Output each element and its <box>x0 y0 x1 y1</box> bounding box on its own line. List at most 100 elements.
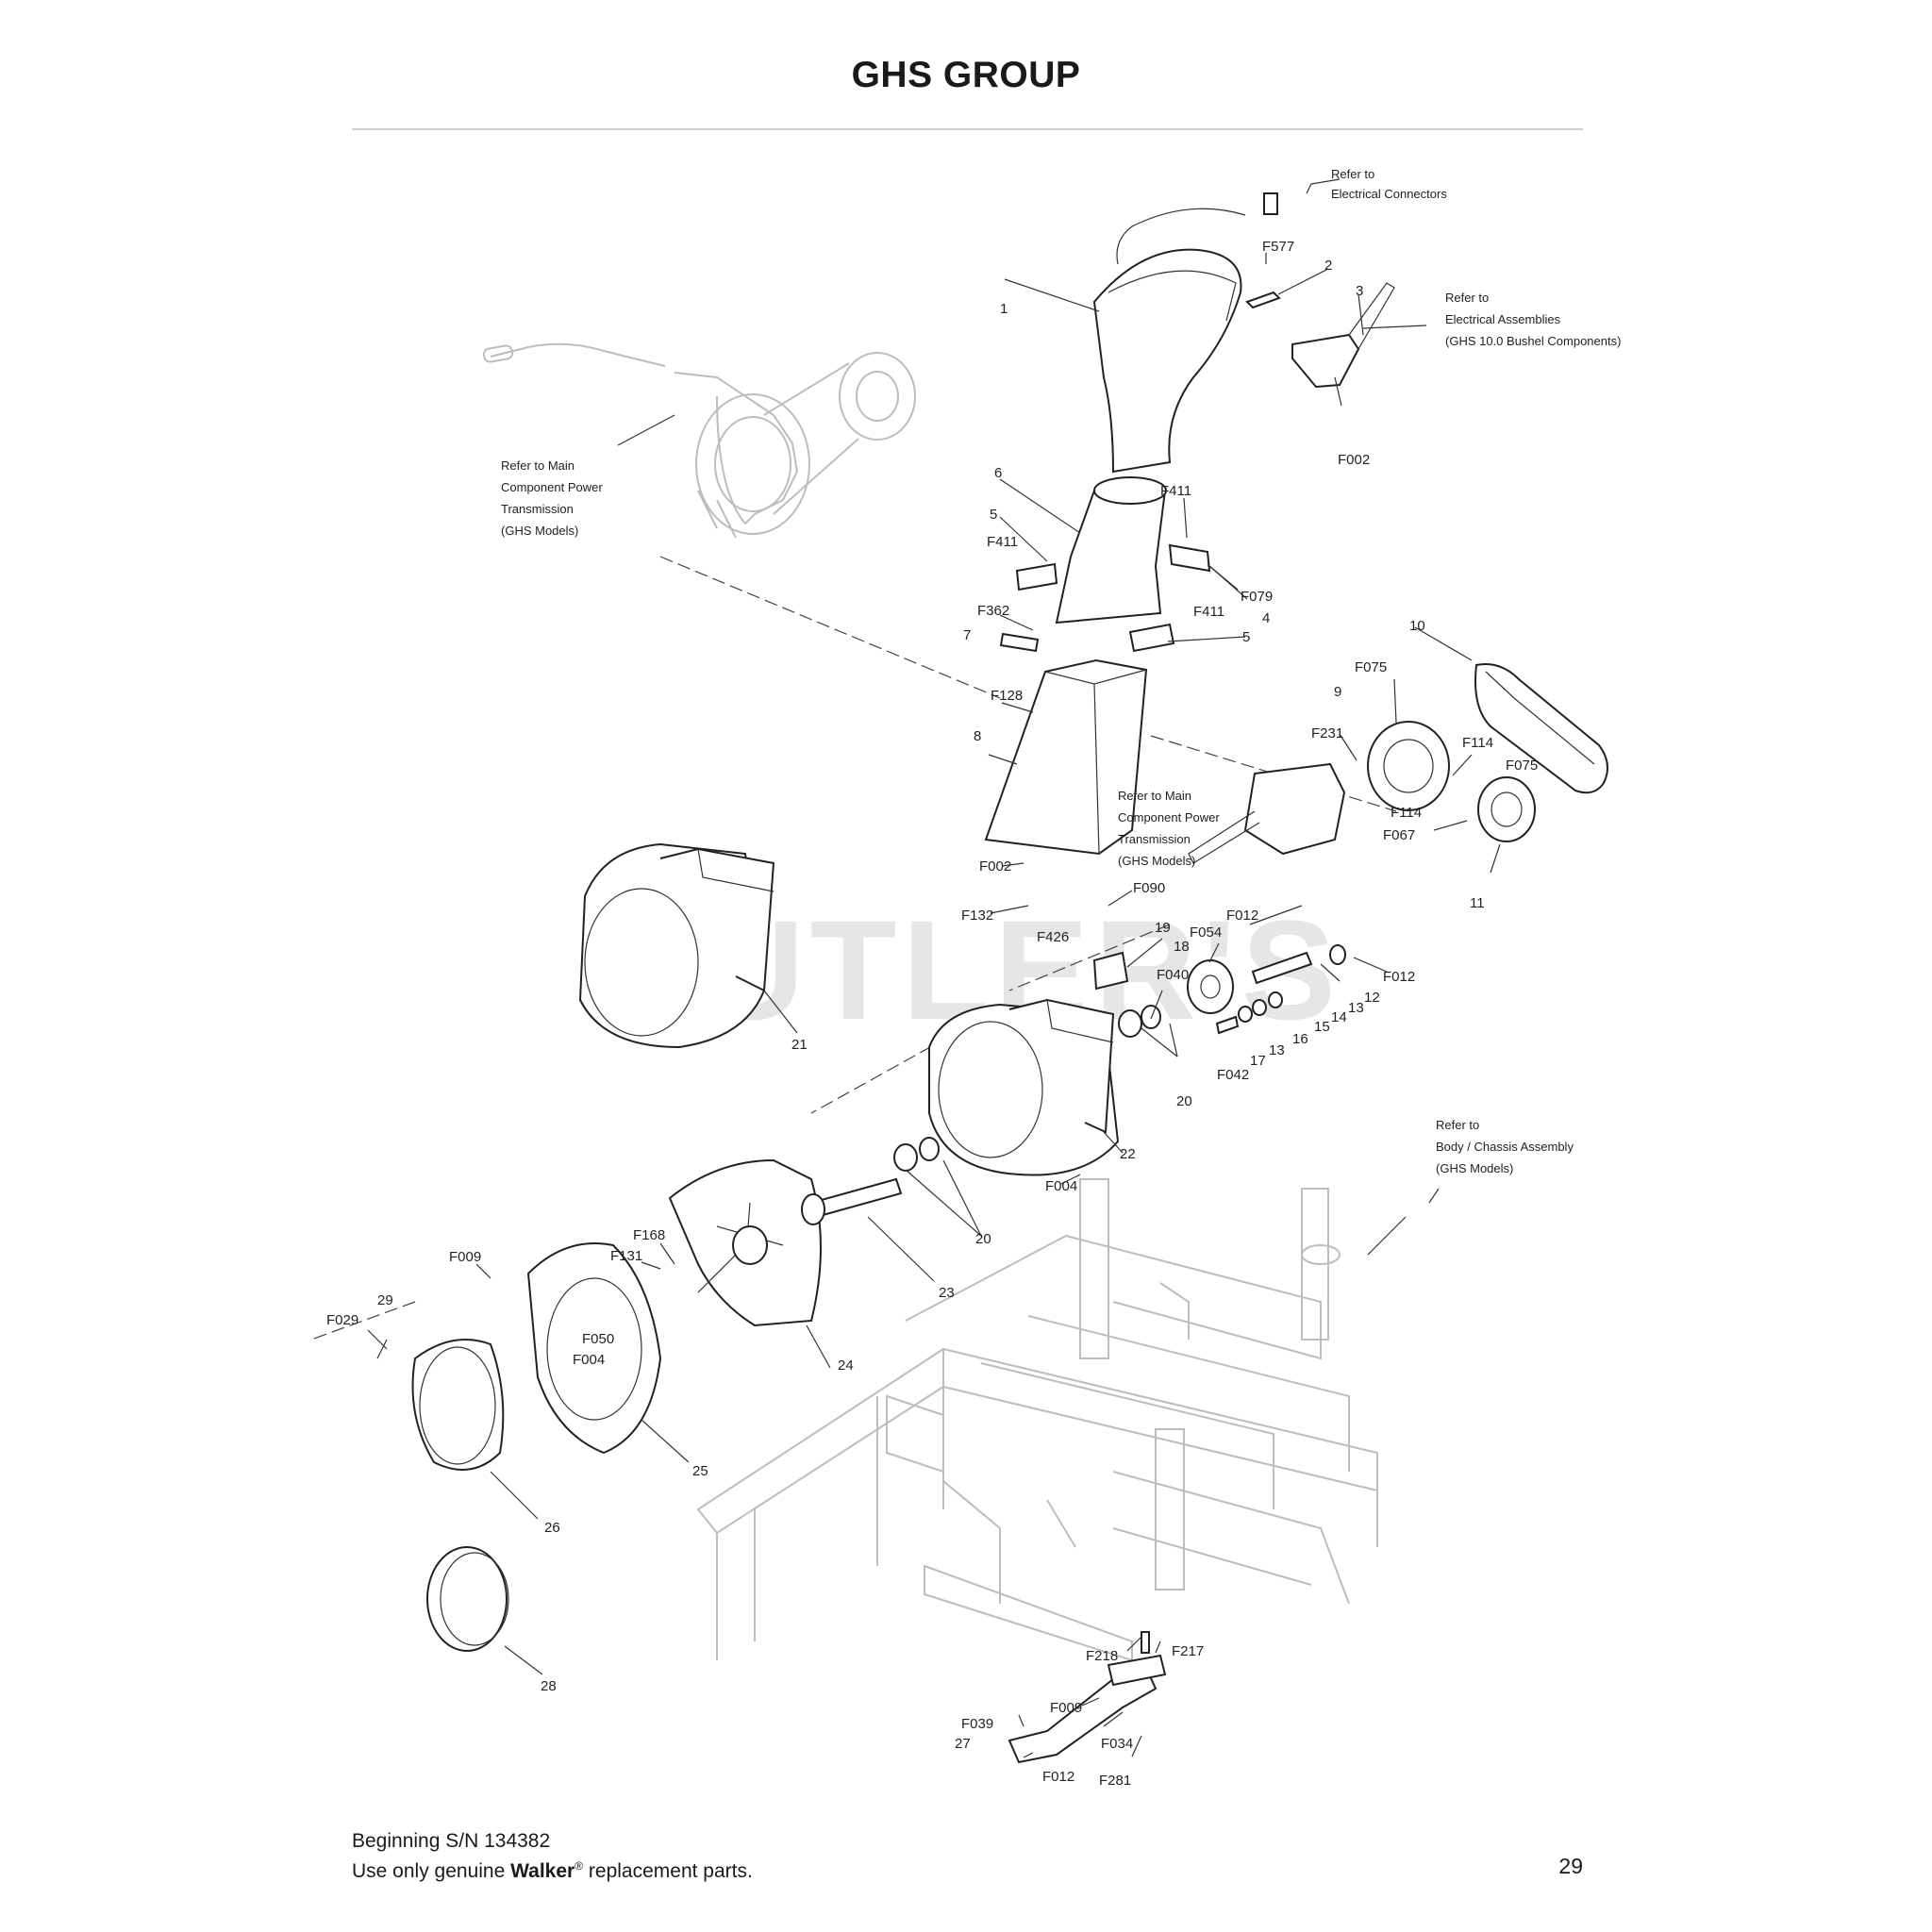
note-body-chassis-1: Refer to <box>1436 1118 1479 1132</box>
callout-F075: F075 <box>1506 758 1538 774</box>
registered-mark: ® <box>575 1859 584 1873</box>
callout-F131: F131 <box>610 1248 642 1264</box>
parts-notice-suffix: replacement parts. <box>583 1860 753 1882</box>
note-main-power-lower-4: (GHS Models) <box>1118 854 1195 868</box>
callout-F411: F411 <box>1193 604 1224 620</box>
callout-5: 5 <box>990 507 997 523</box>
actuator-switch <box>1291 333 1360 389</box>
callout-16: 16 <box>1292 1031 1308 1047</box>
note-main-power-upper-3: Transmission <box>501 502 574 516</box>
callout-F029: F029 <box>326 1312 358 1328</box>
callout-F075: F075 <box>1355 659 1387 675</box>
callout-4: 4 <box>1262 610 1270 626</box>
callout-28: 28 <box>541 1678 557 1694</box>
callout-26: 26 <box>544 1520 560 1536</box>
callout-F067: F067 <box>1383 827 1415 843</box>
cover-ring-28 <box>426 1546 508 1652</box>
callout-F281: F281 <box>1099 1773 1131 1789</box>
inlet-ring-26 <box>411 1339 505 1471</box>
note-electrical-assemblies-3: (GHS 10.0 Bushel Components) <box>1445 334 1621 348</box>
idler-arm <box>1251 951 1313 985</box>
callout-27: 27 <box>955 1736 971 1752</box>
note-body-chassis-2: Body / Chassis Assembly <box>1436 1140 1574 1154</box>
chassis-frame-ghost <box>696 1178 1378 1662</box>
callout-F009: F009 <box>449 1249 481 1265</box>
assembly-axes <box>310 556 1397 1341</box>
spacer-7 <box>999 632 1040 653</box>
bearing-upper-b <box>1141 1005 1161 1029</box>
note-main-power-lower-2: Component Power <box>1118 810 1220 824</box>
parts-notice: Use only genuine Walker® replacement par… <box>352 1854 753 1884</box>
callout-24: 24 <box>838 1357 854 1374</box>
callout-F054: F054 <box>1190 924 1222 941</box>
callout-23: 23 <box>939 1285 955 1301</box>
callout-F217: F217 <box>1172 1643 1204 1659</box>
pulley-9 <box>1367 721 1450 811</box>
callout-F231: F231 <box>1311 725 1343 741</box>
callout-F577: F577 <box>1262 239 1294 255</box>
callout-20: 20 <box>1176 1093 1192 1109</box>
bearing-upper-a <box>1118 1009 1142 1038</box>
callout-F002: F002 <box>979 858 1011 874</box>
callout-9: 9 <box>1334 684 1341 700</box>
discharge-hood <box>1092 248 1242 474</box>
callout-7: 7 <box>963 627 971 643</box>
callout-15: 15 <box>1314 1019 1330 1035</box>
wire-harness <box>1116 208 1246 265</box>
note-electrical-assemblies-1: Refer to <box>1445 291 1489 305</box>
callout-17: 17 <box>1250 1053 1266 1069</box>
callout-F004: F004 <box>573 1352 605 1368</box>
note-main-power-upper-2: Component Power <box>501 480 603 494</box>
callout-13: 13 <box>1348 1000 1364 1016</box>
note-electrical-connectors-1: Refer to <box>1331 167 1374 181</box>
bearing-lower-a <box>893 1143 918 1172</box>
note-body-chassis-3: (GHS Models) <box>1436 1161 1513 1175</box>
callout-F039: F039 <box>961 1716 993 1732</box>
page-number: 29 <box>1558 1854 1583 1878</box>
callout-2: 2 <box>1324 258 1332 274</box>
callout-F042: F042 <box>1217 1067 1249 1083</box>
callout-F411: F411 <box>987 534 1018 550</box>
brand-name: Walker <box>510 1860 575 1882</box>
spring-12 <box>1329 944 1346 965</box>
serial-number: Beginning S/N 134382 <box>352 1830 551 1852</box>
callout-F004: F004 <box>1045 1178 1077 1194</box>
callout-F426: F426 <box>1037 929 1069 945</box>
callout-6: 6 <box>994 465 1002 481</box>
callout-14: 14 <box>1331 1009 1347 1025</box>
callout-F128: F128 <box>991 688 1023 704</box>
parts-notice-prefix: Use only genuine <box>352 1860 511 1882</box>
callout-12: 12 <box>1364 990 1380 1006</box>
callout-F009: F009 <box>1050 1700 1082 1716</box>
drive-belt <box>1474 663 1608 794</box>
callout-F114: F114 <box>1391 805 1422 821</box>
callout-20: 20 <box>975 1231 991 1247</box>
idler-bracket-19 <box>1092 951 1129 991</box>
idler-pulley-18 <box>1187 959 1234 1014</box>
callout-22: 22 <box>1120 1146 1136 1162</box>
footer-notes: Beginning S/N 134382 Use only genuine Wa… <box>352 1828 753 1884</box>
pulley-11 <box>1477 776 1536 842</box>
note-electrical-assemblies-2: Electrical Assemblies <box>1445 312 1561 326</box>
note-main-power-upper-1: Refer to Main <box>501 458 575 473</box>
callout-F012: F012 <box>1226 908 1258 924</box>
callout-1: 1 <box>1000 301 1008 317</box>
callout-F218: F218 <box>1086 1648 1118 1664</box>
callout-F002: F002 <box>1338 452 1370 468</box>
callout-8: 8 <box>974 728 981 744</box>
lower-chute <box>984 658 1148 856</box>
note-main-power-lower-3: Transmission <box>1118 832 1191 846</box>
callout-F012: F012 <box>1383 969 1415 985</box>
leader-lines <box>367 178 1501 1758</box>
power-transmission-ghost <box>482 342 916 539</box>
bearing-lower-b <box>919 1137 940 1161</box>
callout-F411: F411 <box>1160 483 1191 499</box>
callout-29: 29 <box>377 1292 393 1308</box>
mount-plate <box>1245 291 1281 309</box>
callout-F114: F114 <box>1462 735 1493 751</box>
callout-13: 13 <box>1269 1042 1285 1058</box>
back-plate-25 <box>526 1242 662 1455</box>
callout-F090: F090 <box>1133 880 1165 896</box>
callout-F050: F050 <box>582 1331 614 1347</box>
